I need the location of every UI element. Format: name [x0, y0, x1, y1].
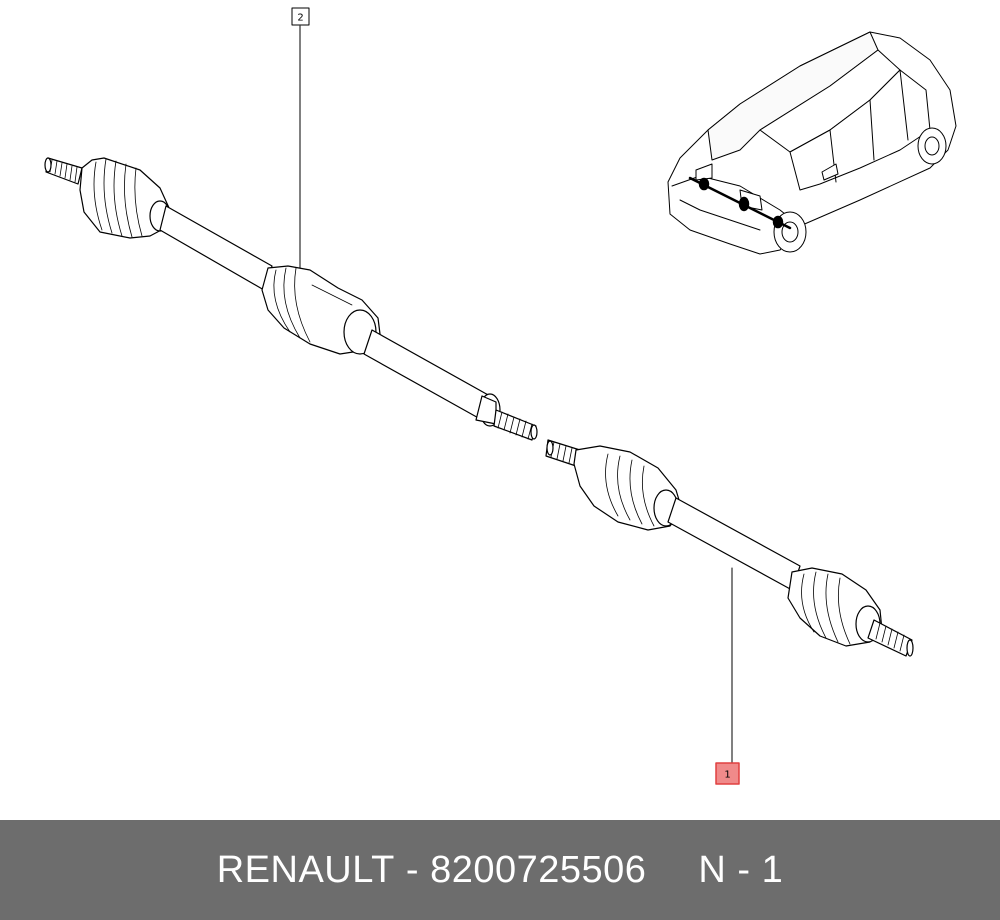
- brand-separator: -: [394, 848, 431, 891]
- drive-shaft-lower: [545, 439, 914, 657]
- drive-shaft-upper: [44, 157, 538, 441]
- brand-name: RENAULT: [216, 848, 395, 891]
- callout-1: 1: [715, 567, 740, 785]
- footer-bar: RENAULT - 8200725506 N - 1: [0, 820, 1000, 920]
- car-location-illustration: [667, 31, 957, 255]
- parts-diagram: 2 1: [44, 7, 957, 785]
- spline-tip-upper: [493, 409, 538, 441]
- spline-stub-left: [44, 157, 83, 185]
- spline-stub-right: [867, 619, 914, 657]
- callout-1-label: 1: [724, 770, 730, 781]
- shaft-bar-left: [159, 205, 273, 291]
- callout-2-label: 2: [297, 13, 303, 24]
- shaft-bar-lower: [667, 497, 801, 591]
- callout-2: 2: [291, 7, 310, 269]
- car-shaft-highlight: [688, 176, 792, 230]
- cv-boot-outer-right: [787, 567, 883, 647]
- quantity-text: N - 1: [698, 848, 784, 891]
- shaft-bar-right: [363, 329, 491, 421]
- cv-boot-outer-left: [79, 157, 171, 239]
- cv-boot-inner-lower: [573, 445, 683, 531]
- spline-tip-lower: [545, 439, 581, 467]
- part-number: 8200725506: [430, 848, 647, 891]
- cv-boot-inner-mid: [261, 265, 381, 355]
